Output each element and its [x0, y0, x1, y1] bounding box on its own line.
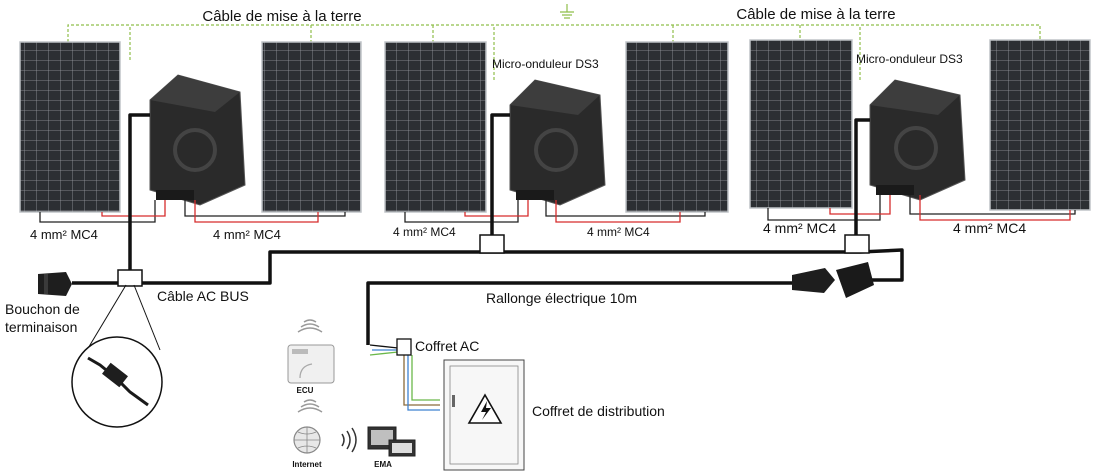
- ground-icon: [560, 4, 574, 19]
- ema-devices-icon: [367, 426, 416, 457]
- t-connector-3: [844, 234, 870, 254]
- ac-box-label: Coffret AC: [415, 338, 479, 354]
- internet-label: Internet: [292, 460, 322, 469]
- inverter-label-mid: Micro-onduleur DS3: [492, 57, 599, 71]
- high-voltage-icon: [467, 393, 503, 424]
- extension-connector: [792, 262, 874, 298]
- t-connector-2: [479, 234, 505, 254]
- end-cap-label-line1: Bouchon de: [5, 301, 80, 317]
- mc4-label-5: 4 mm² MC4: [763, 220, 836, 236]
- distribution-box-label: Coffret de distribution: [532, 403, 665, 419]
- wifi-icon-top: [297, 319, 323, 333]
- mc4-label-6: 4 mm² MC4: [953, 220, 1026, 236]
- solar-panel-3: [384, 41, 487, 213]
- end-cap-label-line2: terminaison: [5, 319, 77, 335]
- dc-wiring: [39, 195, 1076, 223]
- wifi-icon-middle: [297, 399, 323, 413]
- ground-cable: [67, 24, 1041, 80]
- ground-cable-label-left: Câble de mise à la terre: [202, 8, 361, 25]
- mc4-label-3: 4 mm² MC4: [393, 225, 456, 239]
- mc4-label-1: 4 mm² MC4: [30, 227, 98, 242]
- t-connector-1: [117, 269, 143, 287]
- mc4-label-2: 4 mm² MC4: [213, 227, 281, 242]
- extension-label: Rallonge électrique 10m: [486, 290, 637, 306]
- solar-panel-4: [625, 41, 729, 213]
- mc4-label-4: 4 mm² MC4: [587, 225, 650, 239]
- ema-label: EMA: [374, 460, 392, 469]
- end-cap-connector: [38, 272, 72, 296]
- ac-bus-cable: [72, 113, 904, 345]
- solar-panel-6: [989, 39, 1091, 211]
- solar-panel-5: [749, 39, 853, 209]
- ac-box: [396, 338, 412, 356]
- microinverter-1: [149, 74, 246, 206]
- microinverter-2: [509, 79, 606, 206]
- ecu-label: ECU: [297, 386, 314, 395]
- solar-panel-1: [19, 41, 121, 213]
- ac-bus-label: Câble AC BUS: [157, 288, 249, 304]
- ecu-device: [287, 344, 335, 384]
- solar-panel-2: [261, 41, 362, 213]
- end-cap-zoom-circle: [71, 284, 163, 428]
- inverter-label-right: Micro-onduleur DS3: [856, 52, 963, 66]
- ac-box-wiring: [369, 344, 440, 411]
- globe-icon: [293, 426, 321, 454]
- ground-cable-label-right: Câble de mise à la terre: [736, 6, 895, 23]
- signal-waves-icon: [341, 427, 357, 453]
- microinverter-3: [869, 79, 966, 201]
